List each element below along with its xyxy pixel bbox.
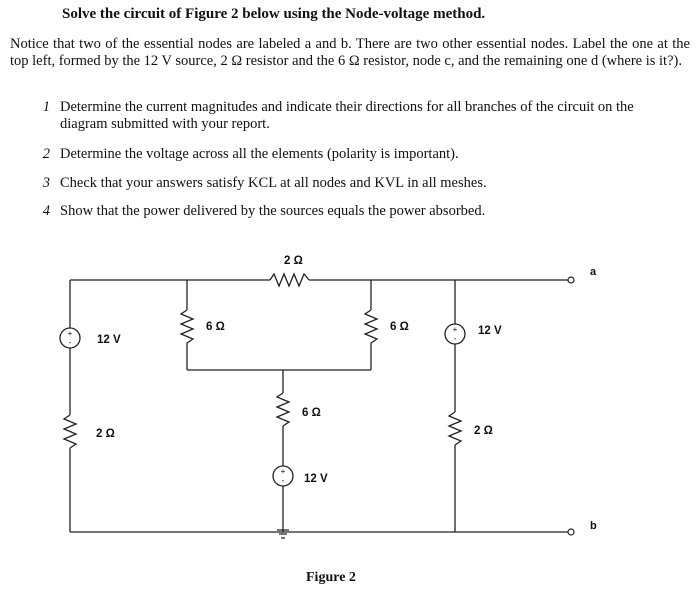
left-resistor-label: 2 Ω bbox=[96, 428, 115, 440]
mid-left-resistor-symbol bbox=[179, 309, 195, 344]
problem-intro: Notice that two of the essential nodes a… bbox=[10, 36, 690, 69]
mid-left-resistor-label: 6 Ω bbox=[206, 321, 225, 333]
left-source-minus: - bbox=[69, 338, 72, 347]
problem-title: Solve the circuit of Figure 2 below usin… bbox=[62, 6, 486, 22]
center-source-minus: - bbox=[282, 476, 285, 485]
task-number: 2 bbox=[42, 146, 50, 162]
mid-right-resistor-symbol bbox=[363, 309, 379, 344]
center-source-label: 12 V bbox=[304, 473, 328, 485]
left-source-plus: + bbox=[68, 329, 73, 338]
task-item: Show that the power delivered by the sou… bbox=[60, 203, 486, 219]
task-number: 3 bbox=[42, 175, 50, 191]
right-source-minus: - bbox=[454, 334, 457, 343]
center-source-plus: + bbox=[281, 467, 286, 476]
ground-icon bbox=[277, 529, 289, 539]
center-resistor-label: 6 Ω bbox=[302, 407, 321, 419]
node-a-label: a bbox=[590, 266, 597, 278]
top-resistor-symbol bbox=[269, 272, 310, 288]
mid-right-resistor-label: 6 Ω bbox=[390, 321, 409, 333]
right-resistor-label: 2 Ω bbox=[474, 425, 493, 437]
right-source-label: 12 V bbox=[478, 325, 502, 337]
center-resistor-symbol bbox=[275, 392, 291, 427]
task-number: 4 bbox=[42, 203, 50, 219]
left-source-label: 12 V bbox=[97, 334, 121, 346]
task-item: Determine the current magnitudes and ind… bbox=[60, 99, 634, 132]
right-source-plus: + bbox=[453, 325, 458, 334]
left-resistor-symbol bbox=[62, 414, 78, 449]
figure-caption: Figure 2 bbox=[306, 570, 356, 585]
node-a-terminal[interactable] bbox=[567, 276, 575, 284]
node-b-label: b bbox=[590, 520, 597, 532]
task-item: Determine the voltage across all the ele… bbox=[60, 146, 459, 162]
node-b-terminal[interactable] bbox=[567, 528, 575, 536]
top-resistor-label: 2 Ω bbox=[284, 255, 303, 267]
right-resistor-symbol bbox=[447, 411, 463, 446]
task-number: 1 bbox=[42, 99, 50, 115]
task-item: Check that your answers satisfy KCL at a… bbox=[60, 175, 487, 191]
